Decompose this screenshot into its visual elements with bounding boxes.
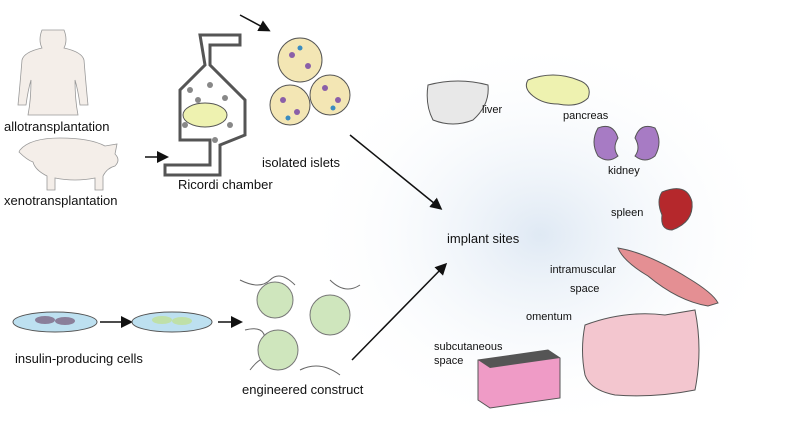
skin-block-icon <box>477 349 561 409</box>
kidney-right-icon <box>634 125 660 161</box>
petri-dish-icon <box>12 311 98 333</box>
liver-icon <box>426 80 489 125</box>
label-ricordi-chamber: Ricordi chamber <box>178 177 273 192</box>
pancreas-icon <box>525 74 590 106</box>
label-engineered-construct: engineered construct <box>242 382 364 397</box>
label-xenotransplantation: xenotransplantation <box>4 193 118 208</box>
arrow <box>351 262 448 361</box>
label-subcutaneous-space: space <box>434 355 464 367</box>
label-intramuscular: intramuscular <box>550 264 617 276</box>
label-isolated-islets: isolated islets <box>262 155 341 170</box>
spleen-icon <box>658 188 693 231</box>
label-intramuscular-space: space <box>570 283 600 295</box>
label-allotransplantation: allotransplantation <box>4 119 110 134</box>
petri-dish-icon <box>131 311 213 333</box>
engineered-construct-icon <box>239 275 361 376</box>
label-kidney: kidney <box>608 165 640 177</box>
omentum-icon <box>582 309 700 397</box>
label-omentum: omentum <box>526 311 572 323</box>
muscle-icon <box>617 247 719 307</box>
kidney-left-icon <box>593 125 619 161</box>
label-liver: liver <box>482 104 503 116</box>
human-torso-icon <box>17 29 89 116</box>
islet-clusters-icon <box>269 37 351 126</box>
pig-icon <box>18 137 119 191</box>
arrow <box>349 134 443 210</box>
label-pancreas: pancreas <box>563 110 609 122</box>
label-insulin-producing-cells: insulin-producing cells <box>15 351 143 366</box>
arrow <box>239 14 271 32</box>
label-subcutaneous: subcutaneous <box>434 341 503 353</box>
ricordi-chamber-icon <box>163 33 247 177</box>
label-spleen: spleen <box>611 207 644 219</box>
label-implant-sites: implant sites <box>447 231 520 246</box>
